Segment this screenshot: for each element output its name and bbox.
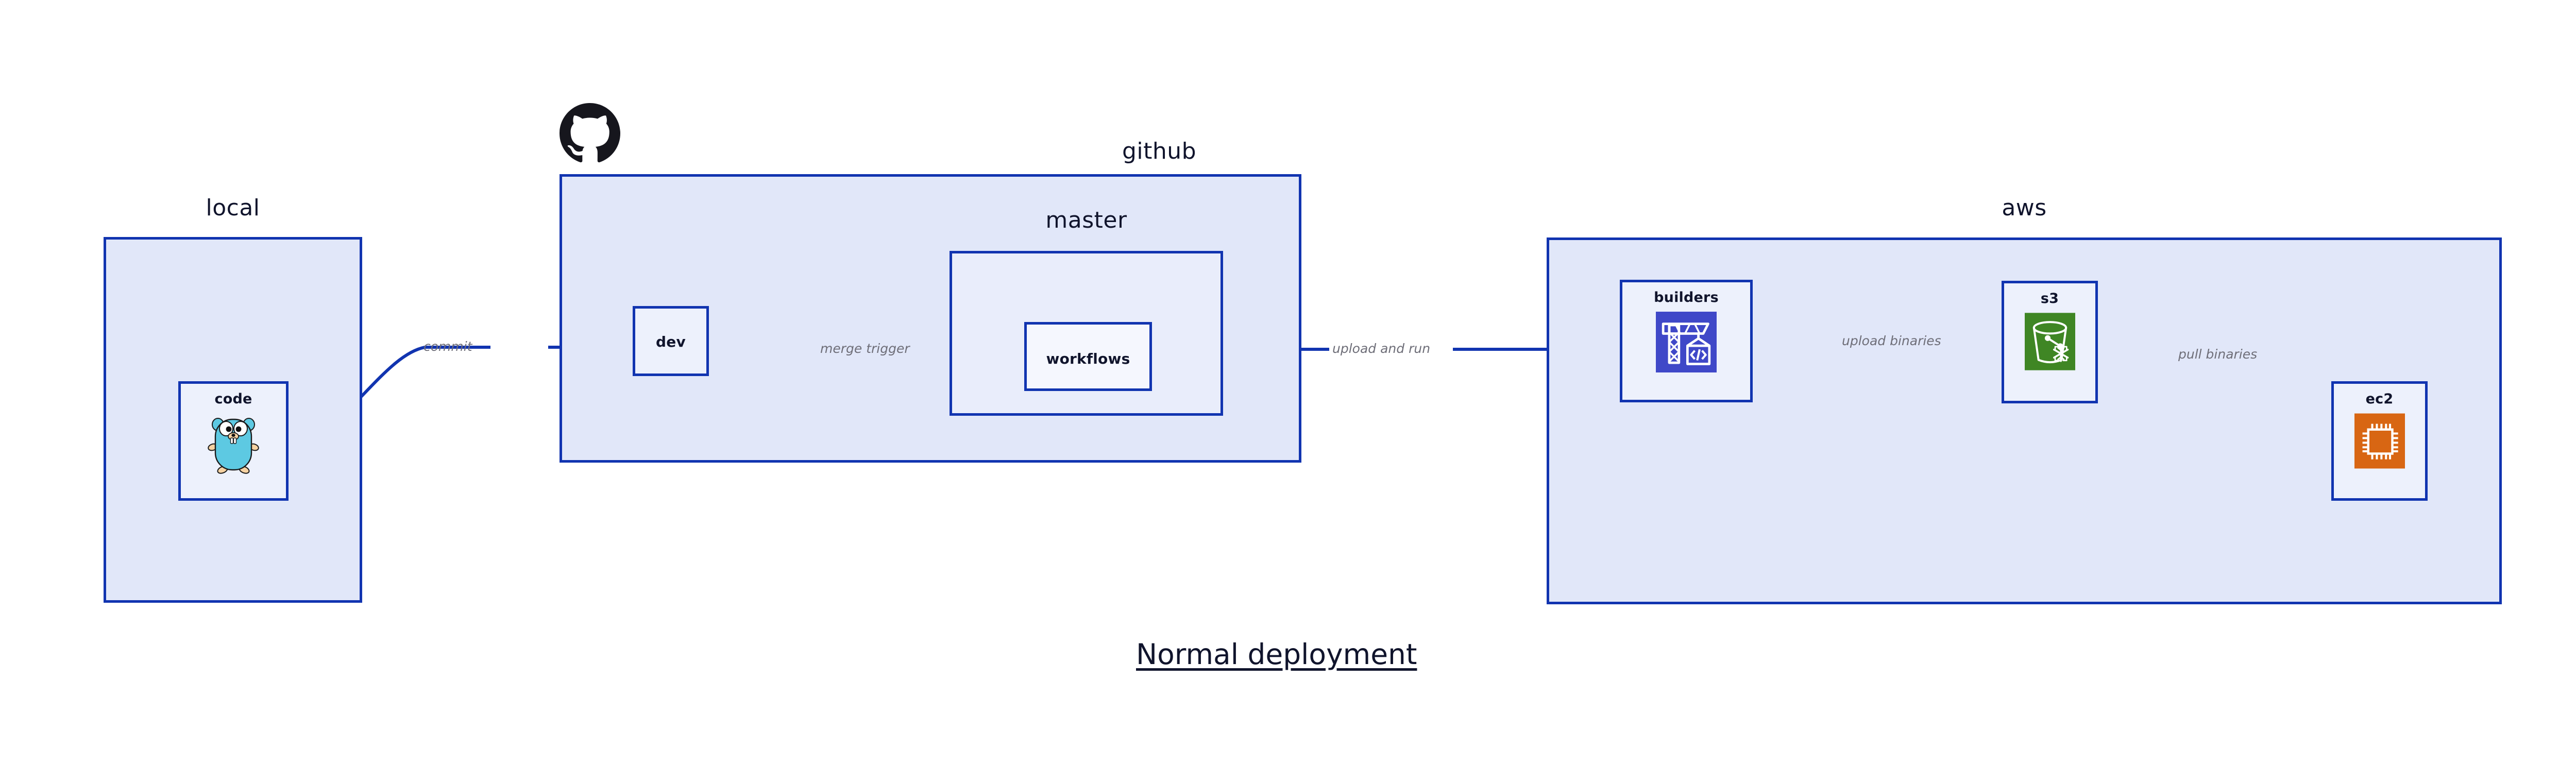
- aws-codebuild-icon: [1656, 312, 1717, 372]
- node-builders-label: builders: [1654, 290, 1719, 305]
- group-local-label: local: [206, 195, 260, 221]
- group-github-label: github: [1122, 138, 1197, 164]
- edge-label-commit: commit: [423, 339, 472, 354]
- node-ec2[interactable]: ec2: [2331, 381, 2428, 501]
- node-code-label: code: [214, 391, 252, 407]
- edge-label-merge-trigger: merge trigger: [820, 341, 910, 356]
- node-ec2-label: ec2: [2365, 391, 2394, 407]
- aws-s3-bucket-icon: [2024, 313, 2075, 370]
- node-dev[interactable]: dev: [633, 306, 709, 376]
- node-s3-label: s3: [2040, 291, 2059, 307]
- go-gopher-icon: [207, 413, 260, 474]
- edge-label-pull-binaries: pull binaries: [2178, 347, 2258, 362]
- node-code[interactable]: code: [178, 381, 289, 501]
- node-builders[interactable]: builders: [1620, 280, 1753, 402]
- diagram-title: Normal deployment: [1136, 638, 1417, 671]
- aws-ec2-chip-icon: [2354, 413, 2405, 469]
- edge-label-upload-and-run: upload and run: [1332, 341, 1431, 356]
- node-workflows[interactable]: workflows: [1024, 322, 1152, 391]
- github-octocat-icon: [560, 103, 620, 164]
- node-s3[interactable]: s3: [2002, 281, 2098, 403]
- node-dev-label: dev: [656, 333, 686, 350]
- node-workflows-label: workflows: [1046, 350, 1130, 367]
- group-aws-label: aws: [2002, 195, 2047, 221]
- edge-label-upload-binaries: upload binaries: [1842, 333, 1941, 348]
- group-master-label: master: [1045, 207, 1127, 233]
